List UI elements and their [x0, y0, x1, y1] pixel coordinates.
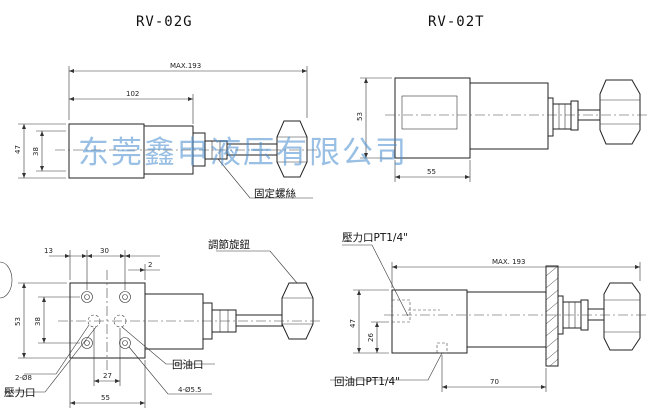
label-adjusting-knob: 調節旋鈕: [208, 238, 250, 251]
dim-55-top: 55: [427, 168, 436, 176]
plan-stem: [235, 314, 283, 327]
rv02t-section-view: MAX. 193 47 26 70 壓力口PT1/4" 回油口PT1/4": [330, 231, 648, 392]
edge-arc: [0, 261, 13, 299]
dim-max-193-section: MAX. 193: [492, 258, 525, 266]
mount-hole-tr: [119, 291, 131, 303]
return-port-circle: [113, 314, 127, 328]
section-bonnet: [466, 291, 547, 348]
dim-2-holes-8: 2-Ø8: [15, 374, 32, 382]
dim-47-section: 47: [349, 319, 357, 328]
dim-70: 70: [490, 378, 499, 386]
rv02t-valve-body: [394, 77, 471, 159]
pressure-port-circle: [87, 314, 101, 328]
section-valve-body: [391, 289, 468, 354]
dim-4-holes-5-5: 4-Ø5.5: [178, 386, 202, 394]
label-return-port-pt: 回油口PT1/4": [334, 375, 400, 388]
rv02g-side-view: MAX.193 102 47 38 固定螺絲: [14, 62, 318, 200]
rv02t-washer: [570, 100, 579, 131]
plan-knob: [281, 282, 314, 340]
rv02g-plan-view: 13 30 2 53 38 27 55 2-Ø8 4-Ø5.5 壓力口: [4, 238, 322, 408]
rv02t-bonnet: [469, 82, 549, 150]
label-lock-screw: 固定螺絲: [254, 187, 296, 200]
rv02t-side-view: 53 55: [356, 77, 648, 182]
dim-27: 27: [103, 372, 112, 380]
dim-30: 30: [100, 247, 109, 255]
plan-valve-body: [69, 282, 146, 359]
dim-47: 47: [14, 145, 22, 154]
rv02t-knob: [599, 79, 641, 145]
dim-102: 102: [126, 90, 139, 98]
dim-26: 26: [367, 333, 375, 342]
dim-2: 2: [148, 261, 152, 269]
dim-13: 13: [44, 247, 53, 255]
section-stem: [587, 308, 605, 321]
mounting-panel: [545, 265, 559, 367]
label-pressure-port-pt: 壓力口PT1/4": [342, 231, 408, 244]
mount-hole-bl: [81, 337, 93, 349]
label-pressure-port: 壓力口: [4, 386, 36, 399]
dim-max-193: MAX.193: [170, 62, 201, 70]
dim-53-top: 53: [356, 112, 364, 121]
section-knob: [603, 282, 641, 351]
plan-bonnet: [144, 293, 204, 350]
dim-38: 38: [32, 147, 40, 156]
company-watermark: 东莞鑫申液压有限公司: [78, 135, 408, 171]
rv02t-collar: [547, 97, 554, 137]
dim-55-plan: 55: [101, 394, 110, 402]
rv02g-valve-body: [68, 123, 145, 179]
label-return-port: 回油口: [172, 358, 204, 371]
rv02t-lock-nut: [552, 103, 572, 130]
title-rv-02t: RV-02T: [428, 14, 485, 30]
title-rv-02g: RV-02G: [136, 14, 193, 30]
mount-hole-br: [119, 337, 131, 349]
dim-53-plan: 53: [14, 317, 22, 326]
rv02t-nameplate: [401, 95, 458, 130]
mount-hole-tl: [81, 291, 93, 303]
dim-38-plan: 38: [34, 317, 42, 326]
